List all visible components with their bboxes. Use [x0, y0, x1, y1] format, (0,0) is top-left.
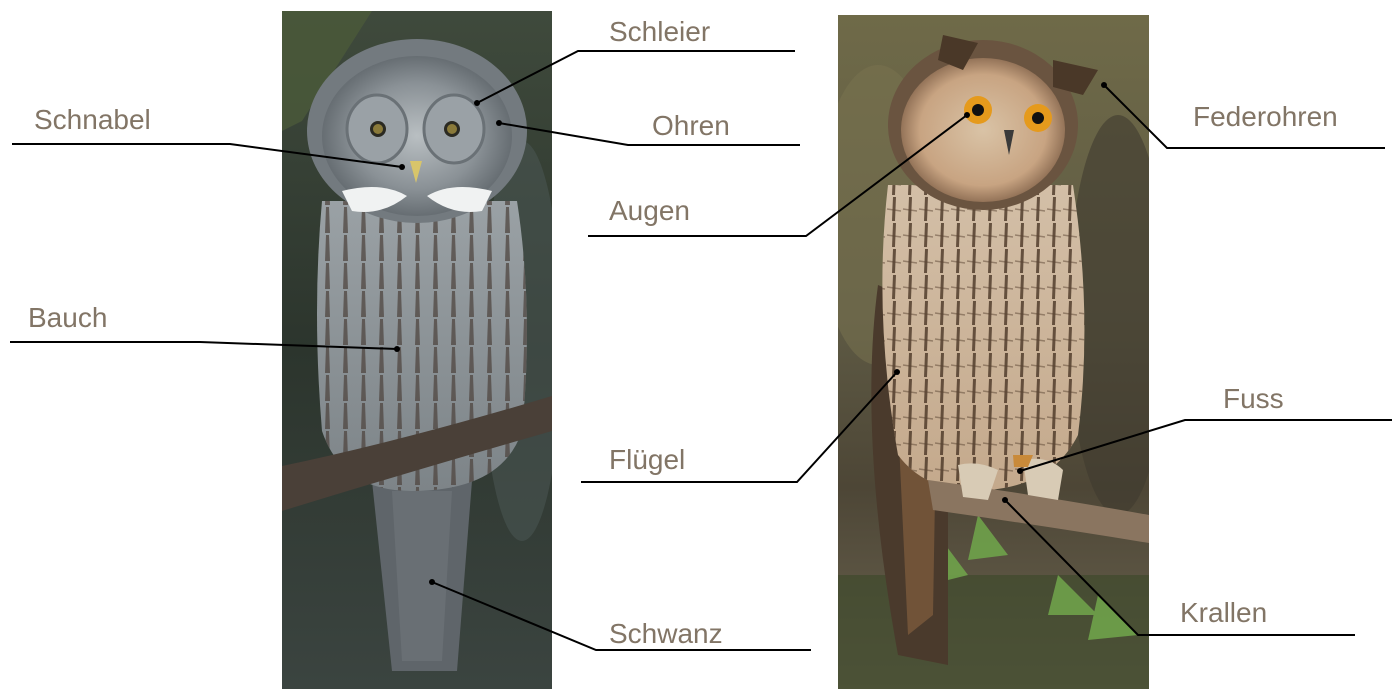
label-fluegel: Flügel [609, 446, 685, 474]
label-federohren: Federohren [1193, 103, 1338, 131]
long-eared-owl-photo [838, 15, 1149, 689]
label-augen: Augen [609, 197, 690, 225]
label-fuss: Fuss [1223, 385, 1284, 413]
label-schnabel: Schnabel [34, 106, 151, 134]
label-ohren: Ohren [652, 112, 730, 140]
label-schwanz: Schwanz [609, 620, 723, 648]
label-schleier: Schleier [609, 18, 710, 46]
great-grey-owl-photo [282, 11, 552, 689]
label-krallen: Krallen [1180, 599, 1267, 627]
label-bauch: Bauch [28, 304, 107, 332]
